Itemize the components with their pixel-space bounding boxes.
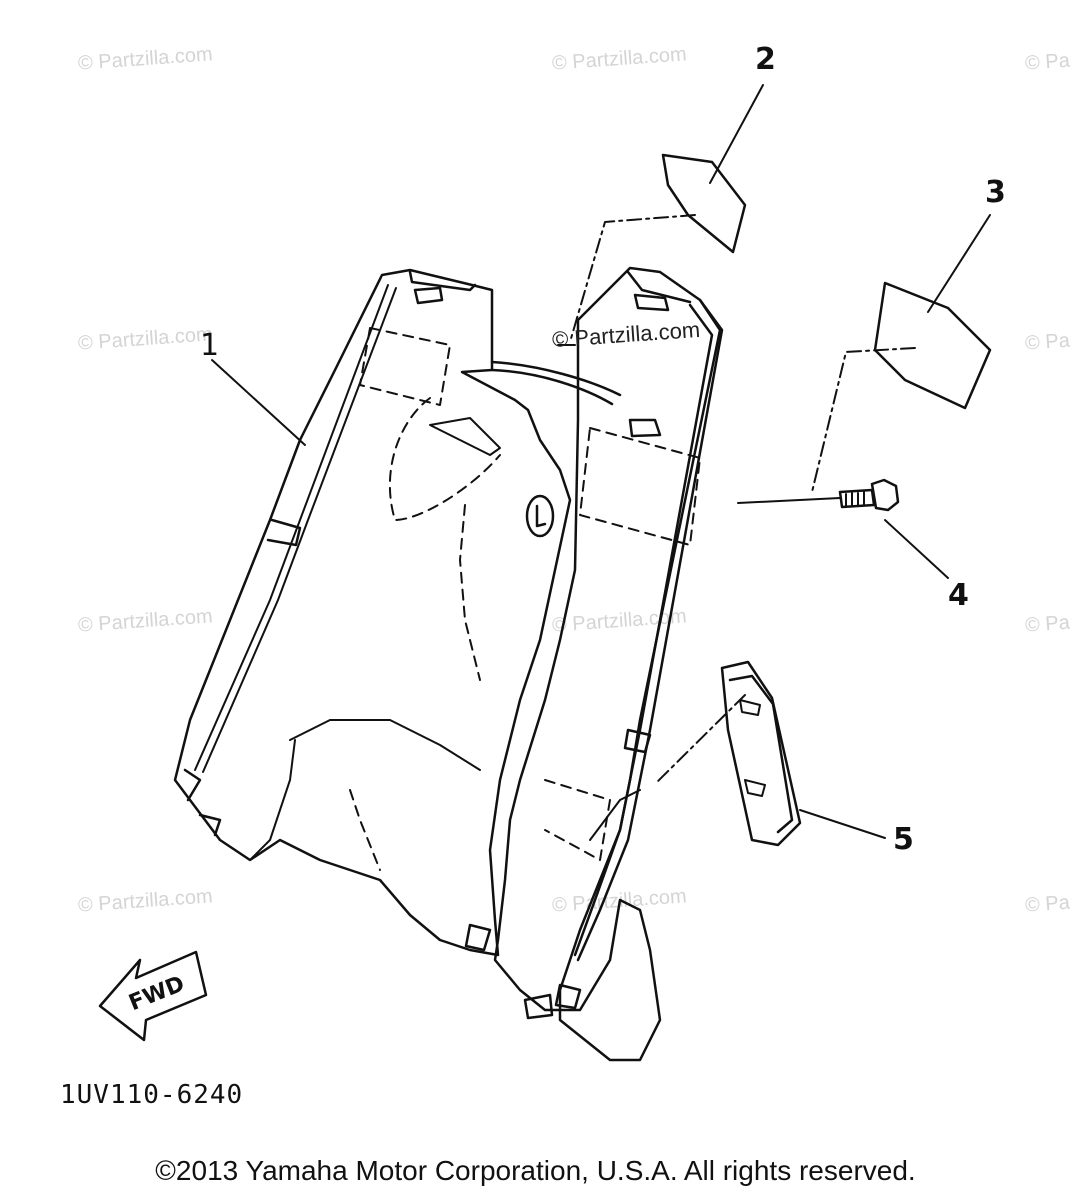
callout-part-3: 3 xyxy=(985,175,1006,210)
callout-part-1: 1 xyxy=(200,328,220,363)
diagram-code: 1UV110-6240 xyxy=(60,1080,244,1110)
bolt-part-4 xyxy=(838,478,900,512)
label-plate-3 xyxy=(873,281,992,410)
callout-part-5: 5 xyxy=(893,822,914,857)
callout-part-4: 4 xyxy=(948,578,969,613)
callout-part-2: 2 xyxy=(755,42,776,77)
copyright-notice: ©2013 Yamaha Motor Corporation, U.S.A. A… xyxy=(155,1155,916,1186)
bracket-part-5 xyxy=(720,660,802,847)
leg-shield-left-panel xyxy=(173,268,572,957)
label-plate-2 xyxy=(661,153,747,254)
leg-shield-right-panel xyxy=(464,266,724,1062)
fwd-arrow: FWD xyxy=(98,950,208,1042)
